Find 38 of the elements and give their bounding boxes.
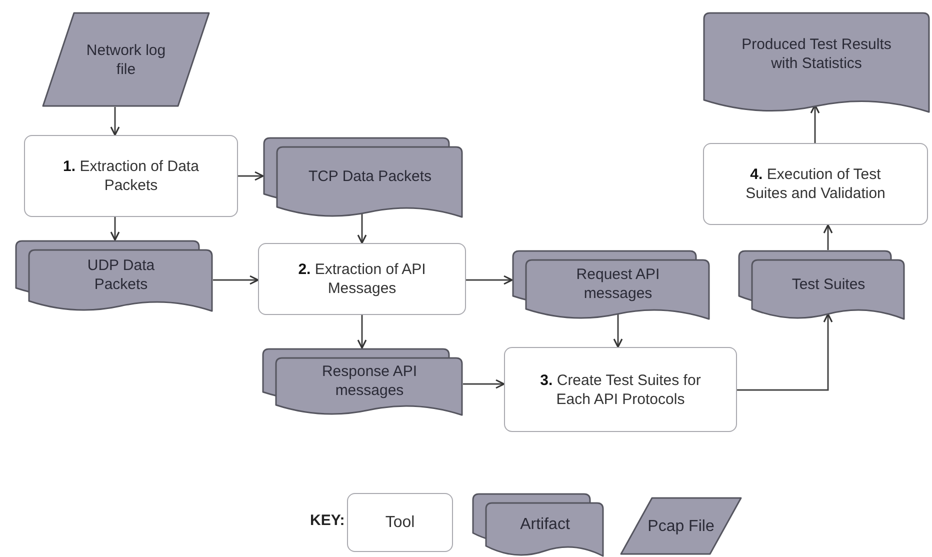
document-stack xyxy=(15,240,213,312)
process-box xyxy=(703,143,928,225)
arrow xyxy=(613,314,623,348)
node-text: Response API messages xyxy=(320,362,418,400)
arrow xyxy=(213,275,259,285)
input-parallelogram xyxy=(42,12,210,107)
key-label: KEY: xyxy=(310,512,345,529)
arrow xyxy=(357,315,367,349)
process-box xyxy=(504,347,737,432)
arrow xyxy=(823,224,833,250)
node-text: TCP Data Packets xyxy=(307,167,433,186)
document-shape xyxy=(703,12,930,113)
node-text: Test Suites xyxy=(790,274,866,294)
arrow xyxy=(810,104,820,143)
document-stack xyxy=(738,250,905,320)
document-stack xyxy=(262,348,463,416)
process-box xyxy=(24,135,238,217)
arrow xyxy=(357,212,367,244)
arrow xyxy=(466,275,513,285)
arrow xyxy=(463,379,505,389)
node-text: Produced Test Results with Statistics xyxy=(740,34,892,72)
document-stack xyxy=(263,137,463,218)
arrow xyxy=(238,171,264,181)
arrow xyxy=(110,107,120,136)
node-text: Network log file xyxy=(85,40,167,78)
legend-text: Tool xyxy=(384,513,416,532)
arrow xyxy=(737,313,833,391)
node-text: 3. Create Test Suites for Each API Protocols xyxy=(539,370,702,408)
node-text: 2. Extraction of API Messages xyxy=(297,260,427,298)
arrow xyxy=(110,217,120,241)
node-text: Request API messages xyxy=(575,265,661,303)
node-text: 1. Extraction of Data Packets xyxy=(62,157,200,195)
node-text: 4. Execution of Test Suites and Validation xyxy=(744,165,886,203)
legend-text: Pcap File xyxy=(646,516,716,536)
document-stack xyxy=(512,250,710,320)
process-box xyxy=(258,243,466,315)
legend-text: Artifact xyxy=(519,514,571,534)
node-text: UDP Data Packets xyxy=(86,256,156,294)
